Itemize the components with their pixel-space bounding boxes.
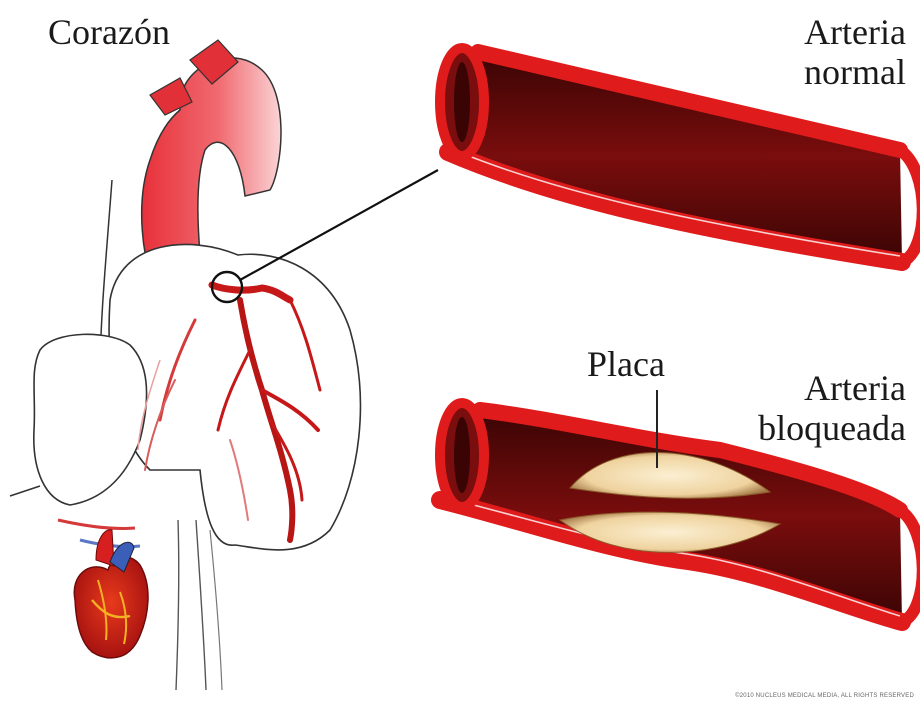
copyright-notice: ©2010 NUCLEUS MEDICAL MEDIA, ALL RIGHTS …	[735, 693, 914, 699]
plaque-label: Placa	[587, 344, 665, 384]
normal-artery-label: Arteria normal	[804, 12, 906, 92]
heart-label: Corazón	[48, 12, 170, 52]
blocked-artery-label: Arteria bloqueada	[758, 368, 906, 448]
heart-inset-icon	[74, 530, 148, 658]
